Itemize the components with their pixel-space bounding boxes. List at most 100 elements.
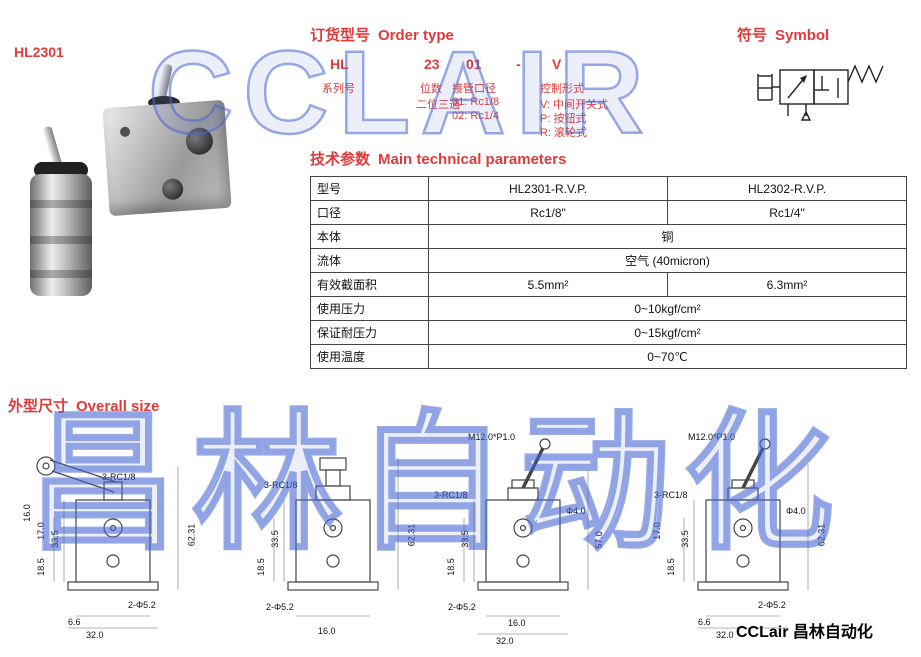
screw-hole [119, 126, 131, 138]
table-row: 保证耐压力 0~15kgf/cm² [310, 320, 907, 345]
drawing-push-button-valve: 3-RC1/8 62.31 33.5 18.5 2-Φ5.2 16.0 [238, 430, 438, 654]
row-label: 使用压力 [310, 296, 429, 321]
annotation-two-pos-three-way: 二位三通 [416, 99, 460, 111]
dim-label: 6.6 [68, 617, 81, 627]
annotation-ctrl-v: V: 中间开关式 [540, 99, 609, 111]
annotation-ctrl-r: R: 滚轮式 [540, 127, 588, 139]
dim-label: 17.0 [35, 522, 46, 540]
table-row: 口径 Rc1/8" Rc1/4" [310, 200, 907, 225]
symbol-heading-cn: 符号 [737, 27, 768, 44]
dim-label: 3-RC1/8 [654, 490, 688, 500]
pneumatic-symbol [718, 48, 903, 148]
dim-label: 2-Φ5.2 [128, 600, 156, 610]
toggle-valve-outline [463, 438, 589, 635]
row-value-2: Rc1/4" [667, 200, 907, 225]
table-row: 有效截面积 5.5mm² 6.3mm² [310, 272, 907, 297]
row-value-span: 0~70℃ [428, 344, 907, 369]
valve-body [30, 174, 92, 296]
dim-label: 33.5 [269, 530, 280, 548]
row-label: 型号 [310, 176, 429, 201]
row-value-span: 0~10kgf/cm² [428, 296, 907, 321]
push-button-outline [273, 457, 399, 617]
dim-label: 3-RC1/8 [434, 490, 468, 500]
row-label: 使用温度 [310, 344, 429, 369]
dim-label: 6.6 [698, 617, 711, 627]
dim-label: 18.5 [255, 558, 266, 576]
symbol-heading: 符号 Symbol [737, 24, 829, 45]
row-value-2: 6.3mm² [667, 272, 907, 297]
drawing-roller-lever-valve: 3-RC1/8 16.0 17.0 33.5 18.5 62.31 6.6 32… [18, 430, 218, 654]
order-code-digits: 23 [424, 56, 440, 72]
dim-label: 3-RC1/8 [102, 472, 136, 482]
toggle-valve-outline [683, 438, 809, 629]
annotation-port-size: 接管口径 [452, 83, 496, 95]
table-row: 使用温度 0~70℃ [310, 344, 907, 369]
order-type-heading-cn: 订货型号 [310, 27, 371, 44]
body-ring [30, 236, 92, 244]
body-ring [30, 270, 92, 278]
row-value-1: Rc1/8" [428, 200, 668, 225]
row-value-1: HL2301-R.V.P. [428, 176, 668, 201]
order-code-series: HL [330, 56, 349, 72]
table-row: 流体 空气 (40micron) [310, 248, 907, 273]
dim-label: 33.5 [459, 530, 470, 548]
product-photo-cylindrical-valve [12, 125, 112, 311]
dim-label: M12.0*P1.0 [688, 432, 736, 442]
port-hole [184, 126, 214, 156]
row-label: 有效截面积 [310, 272, 429, 297]
row-value-span: 0~15kgf/cm² [428, 320, 907, 345]
order-type-heading: 订货型号 Order type [310, 24, 454, 45]
dim-label: 18.5 [35, 558, 46, 576]
product-code-label: HL2301 [14, 44, 64, 60]
annotation-series: 系列号 [322, 83, 355, 95]
tech-params-heading-cn: 技术参数 [310, 151, 371, 168]
dim-label: Φ4.0 [786, 506, 806, 516]
order-code-port: 01 [466, 56, 482, 72]
dim-label: Φ4.0 [566, 506, 586, 516]
order-code-dash: - [516, 56, 521, 72]
footer-brand: CCLair 昌林自动化 [736, 624, 873, 641]
order-type-heading-en: Order type [378, 27, 454, 44]
dim-label: 32.0 [496, 636, 514, 646]
dim-label: 16.0 [21, 504, 32, 522]
order-code-control: V [552, 56, 562, 72]
overall-size-heading-cn: 外型尺寸 [8, 398, 69, 415]
body-ring [30, 200, 92, 208]
dim-label: 3-RC1/8 [264, 480, 298, 490]
dim-label: M12.0*P1.0 [468, 432, 516, 442]
overall-size-heading: 外型尺寸 Overall size [8, 395, 159, 416]
dim-label: 33.5 [679, 530, 690, 548]
dim-label: 2-Φ5.2 [448, 602, 476, 612]
dim-label: 17.0 [651, 522, 662, 540]
row-label: 口径 [310, 200, 429, 225]
dim-label: 18.5 [665, 558, 676, 576]
overall-size-heading-en: Overall size [76, 398, 160, 415]
row-label: 本体 [310, 224, 429, 249]
annotation-ctrl-p: P: 按钮式 [540, 113, 587, 125]
drawing-toggle-valve-rc18: M12.0*P1.0 3-RC1/8 Φ4.0 57.0 33.5 18.5 2… [428, 430, 628, 654]
dim-label: 57.0 [593, 531, 604, 549]
product-photo-block-valve [100, 63, 240, 217]
port-hole [161, 177, 184, 201]
table-row: 本体 铜 [310, 224, 907, 249]
roller-lever-outline [36, 456, 179, 629]
table-row: 型号 HL2301-R.V.P. HL2302-R.V.P. [310, 176, 907, 201]
symbol-heading-en: Symbol [775, 27, 830, 44]
annotation-port-01: 01: Rc1/8 [452, 96, 500, 108]
drawing-toggle-valve-rc14: M12.0*P1.0 3-RC1/8 Φ4.0 62.31 33.5 18.5 … [648, 430, 848, 654]
table-row: 使用压力 0~10kgf/cm² [310, 296, 907, 321]
dim-label: 16.0 [318, 626, 336, 636]
annotation-control: 控制形式 [540, 83, 584, 95]
row-label: 流体 [310, 248, 429, 273]
pneumatic-symbol-drawing [757, 64, 884, 121]
dim-label: 32.0 [86, 630, 104, 640]
row-value-span: 铜 [428, 224, 907, 249]
dim-label: 16.0 [508, 618, 526, 628]
dim-label: 33.5 [49, 530, 60, 548]
dim-label: 62.31 [406, 523, 417, 547]
tech-params-table: 型号 HL2301-R.V.P. HL2302-R.V.P. 口径 Rc1/8"… [310, 176, 907, 369]
dim-label: 2-Φ5.2 [266, 602, 294, 612]
valve-body [102, 99, 232, 217]
